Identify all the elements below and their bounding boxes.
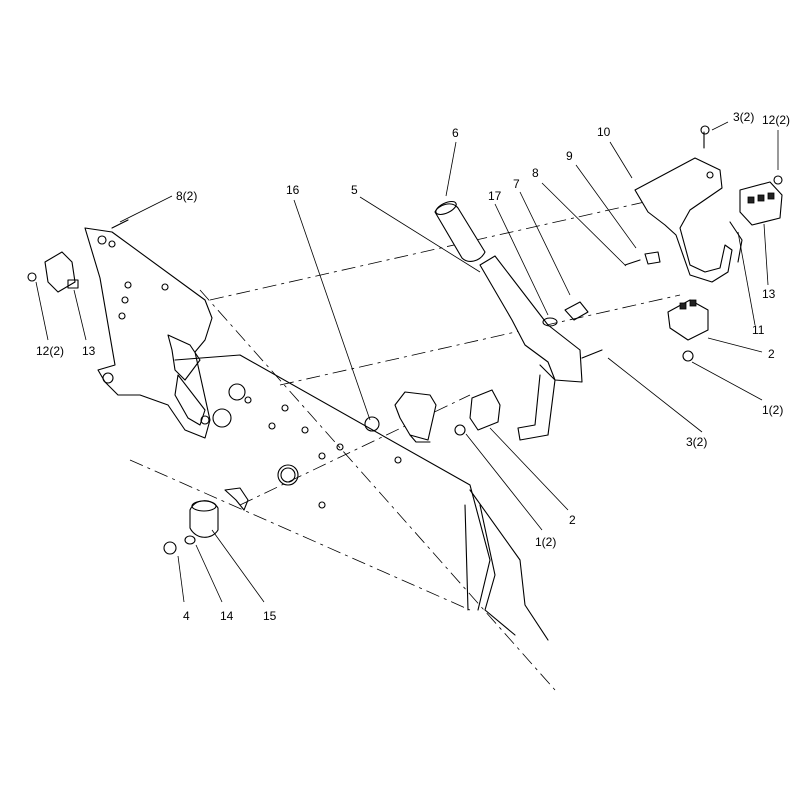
callout-13-right: 13 bbox=[762, 287, 776, 301]
callout-13-left: 13 bbox=[82, 344, 96, 358]
callout-11: 11 bbox=[752, 323, 765, 337]
callout-15: 15 bbox=[263, 609, 277, 623]
callout-2-center: 2 bbox=[569, 513, 576, 527]
callout-7: 7 bbox=[513, 177, 520, 191]
callout-3-2-mid: 3(2) bbox=[686, 435, 707, 449]
callout-8: 8 bbox=[532, 166, 539, 180]
handle-grip bbox=[434, 200, 486, 262]
callout-16: 16 bbox=[286, 183, 300, 197]
callout-14: 14 bbox=[220, 609, 234, 623]
callout-4: 4 bbox=[183, 609, 190, 623]
callout-12-2-left: 12(2) bbox=[36, 344, 64, 358]
centerlines bbox=[129, 184, 721, 691]
callout-2-right: 2 bbox=[768, 347, 775, 361]
leader-lines bbox=[35, 121, 779, 603]
callout-3-2-top: 3(2) bbox=[733, 110, 754, 124]
switch-right bbox=[739, 175, 783, 226]
callout-5: 5 bbox=[351, 183, 358, 197]
pivot-assembly bbox=[163, 487, 249, 555]
callout-8-2: 8(2) bbox=[176, 189, 197, 203]
callout-12-2-right: 12(2) bbox=[762, 113, 790, 127]
lever-arm bbox=[479, 255, 583, 441]
frame-panel bbox=[174, 354, 549, 641]
detent-bracket bbox=[364, 391, 437, 443]
callout-10: 10 bbox=[597, 125, 611, 139]
callout-9: 9 bbox=[566, 149, 573, 163]
right-bracket bbox=[634, 157, 733, 283]
callout-17: 17 bbox=[488, 189, 502, 203]
callout-1-2-right: 1(2) bbox=[762, 403, 783, 417]
switch-center bbox=[454, 389, 501, 436]
switch-lower-right bbox=[667, 299, 709, 362]
callout-6: 6 bbox=[452, 126, 459, 140]
fasteners bbox=[111, 125, 743, 359]
callout-labels: 3(2) 12(2) 10 9 8 7 17 6 5 16 8(2) 12(2)… bbox=[36, 110, 790, 623]
callout-1-2-center: 1(2) bbox=[535, 535, 556, 549]
switch-left bbox=[27, 251, 79, 293]
left-mounting-plate bbox=[84, 227, 213, 439]
